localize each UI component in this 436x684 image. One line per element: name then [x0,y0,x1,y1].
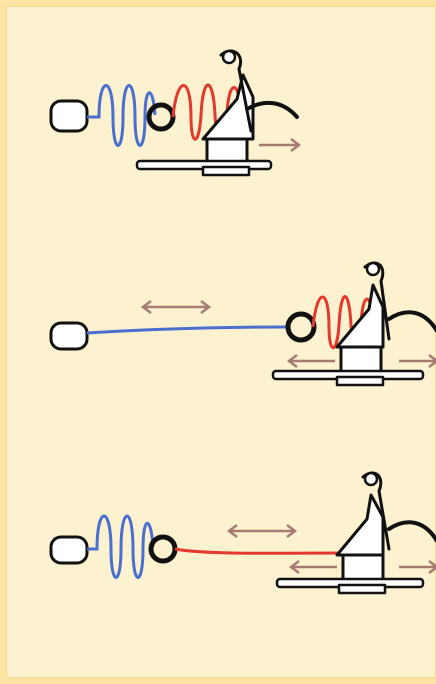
lever-knob [365,473,377,485]
coupling-ring [149,105,173,129]
lever-knob [367,263,379,275]
motion-arrow-right [399,355,436,367]
anchor-block [51,323,87,349]
slider-body [337,285,383,347]
slider-body [337,495,383,555]
blue-spring [87,516,153,578]
lever-knob [223,51,235,63]
diagram-panel-3 [7,455,436,615]
coupling-ring [288,314,314,340]
rail-base [337,377,383,385]
anchor-block [51,101,87,131]
cable [389,522,436,541]
diagram-panel-2 [7,247,436,407]
slider-foot [341,347,381,373]
red-spring-stretched [175,549,343,553]
motion-arrow-right [259,139,299,151]
anchor-block [51,537,87,563]
double-arrow [143,301,209,313]
rail-base [203,167,249,175]
coupling-ring [151,537,175,561]
blue-spring-stretched [87,327,287,333]
diagram-panel-1 [7,35,436,195]
slider-foot [343,555,383,581]
slider-foot [207,139,247,163]
double-arrow [229,525,295,537]
figure-frame [6,6,436,678]
motion-arrow-left [291,561,337,573]
cable [389,312,436,331]
motion-arrow-right [399,561,436,573]
blue-spring [87,86,155,146]
rail-base [339,585,385,593]
motion-arrow-left [289,355,335,367]
